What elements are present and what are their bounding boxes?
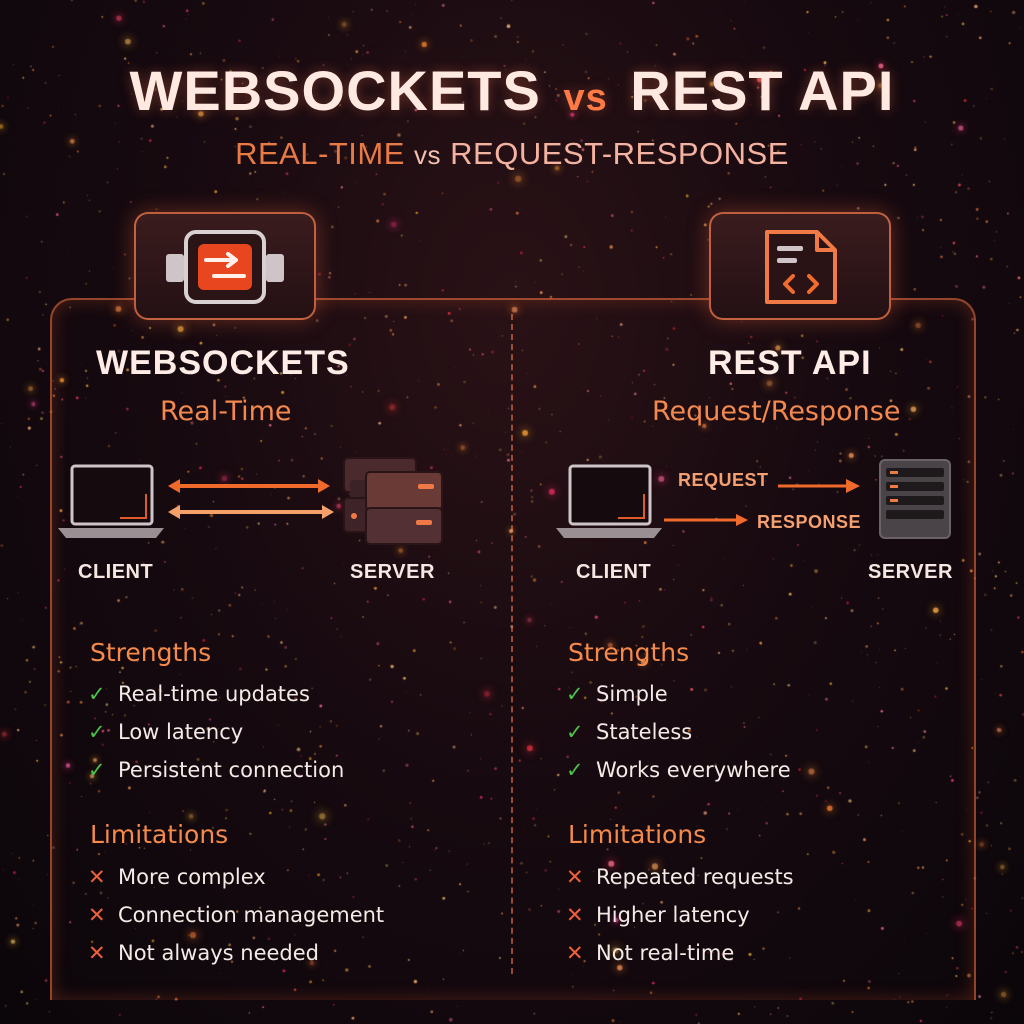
rest-diagram [556,459,951,539]
title-vs: vs [563,77,608,119]
list-item: ✓Works everywhere [566,751,791,789]
title-rest-api: REST API [630,59,895,122]
websockets-title: WEBSOCKETS [96,344,350,382]
column-divider [511,314,513,974]
cross-icon: ✕ [566,941,584,965]
list-item: ✕More complex [88,858,384,896]
check-icon: ✓ [88,758,106,782]
client-laptop-icon [556,464,662,538]
request-arrow [778,479,860,493]
list-item: ✓Real-time updates [88,675,344,713]
list-item: ✕Higher latency [566,896,794,934]
websockets-subtitle: Real-Time [160,396,292,427]
rest-icon-box [709,212,891,320]
websockets-strengths-heading: Strengths [90,638,212,667]
websockets-diagram [58,457,443,545]
list-item: ✕Repeated requests [566,858,794,896]
list-item: ✕Not real-time [566,934,794,972]
websockets-server-label: SERVER [350,561,435,583]
rest-strengths-heading: Strengths [568,638,690,667]
websockets-limitations-heading: Limitations [90,820,229,849]
rest-limitations-heading: Limitations [568,820,707,849]
list-item: ✕Connection management [88,896,384,934]
websockets-icon-box [134,212,316,320]
request-label: REQUEST [678,470,769,490]
rest-server-label: SERVER [868,561,953,583]
check-icon: ✓ [88,720,106,744]
subtitle-real-time: REAL-TIME [235,136,405,171]
bidirectional-arrows-icon [166,230,284,304]
cross-icon: ✕ [88,941,106,965]
cross-icon: ✕ [88,865,106,889]
subtitle-request-response: REQUEST-RESPONSE [450,136,789,171]
comparison-panel [50,298,976,1000]
cross-icon: ✕ [566,903,584,927]
websockets-limitations-list: ✕More complex ✕Connection management ✕No… [88,858,384,972]
server-rack-icon [879,459,951,539]
list-item: ✓Persistent connection [88,751,344,789]
list-item: ✓Stateless [566,713,791,751]
title-websockets: WEBSOCKETS [129,59,541,122]
list-item: ✓Simple [566,675,791,713]
rest-limitations-list: ✕Repeated requests ✕Higher latency ✕Not … [566,858,794,972]
rest-client-label: CLIENT [576,561,652,583]
websockets-client-label: CLIENT [78,561,154,583]
list-item: ✓Low latency [88,713,344,751]
bidirectional-arrows [168,479,334,519]
rest-subtitle: Request/Response [652,396,901,427]
server-stack-icon [343,457,443,545]
response-label: RESPONSE [757,512,862,532]
response-arrow [664,514,748,526]
code-document-icon [765,230,837,304]
check-icon: ✓ [566,720,584,744]
cross-icon: ✕ [88,903,106,927]
rest-title: REST API [708,344,872,382]
check-icon: ✓ [566,682,584,706]
cross-icon: ✕ [566,865,584,889]
check-icon: ✓ [566,758,584,782]
subtitle-vs: vs [414,140,442,170]
main-subtitle: REAL-TIME vs REQUEST-RESPONSE [0,136,1024,172]
websockets-strengths-list: ✓Real-time updates ✓Low latency ✓Persist… [88,675,344,789]
check-icon: ✓ [88,682,106,706]
client-laptop-icon [58,464,164,538]
list-item: ✕Not always needed [88,934,384,972]
rest-strengths-list: ✓Simple ✓Stateless ✓Works everywhere [566,675,791,789]
main-title: WEBSOCKETS vs REST API [0,58,1024,123]
